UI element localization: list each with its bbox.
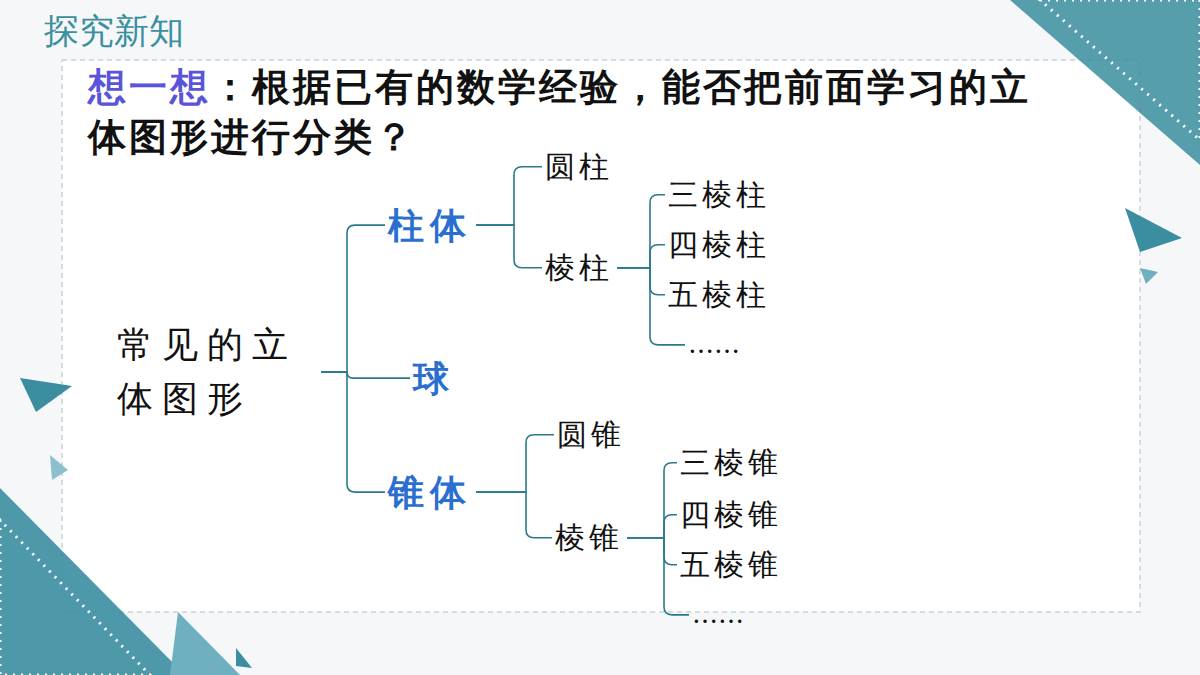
category-item: 四棱柱 — [668, 223, 770, 267]
side-triangle — [1125, 208, 1182, 252]
bracket-line — [476, 225, 542, 268]
corner-stripes — [0, 520, 150, 675]
category-item: 五棱锥 — [680, 543, 782, 587]
item-text: 棱锥 — [555, 520, 623, 555]
category-item: 球 — [413, 352, 449, 404]
bracket-line — [627, 538, 689, 615]
category-item: …… — [688, 326, 740, 364]
slide-title: 探究新知 — [44, 8, 184, 55]
item-text: 五棱柱 — [668, 277, 770, 312]
bracket-connector — [627, 538, 677, 565]
category-item: …… — [692, 596, 744, 634]
item-text: 四棱锥 — [680, 497, 782, 532]
bracket-line — [321, 225, 385, 372]
prompt-keyword: 想一想 — [88, 65, 211, 109]
category-item: 锥体 — [388, 466, 472, 518]
category-item: 三棱锥 — [680, 441, 782, 485]
category-item: 柱体 — [388, 199, 472, 251]
bracket-line — [321, 372, 410, 378]
bracket-connector — [627, 463, 677, 538]
corner-triangle — [0, 488, 185, 675]
corner-stripes — [1040, 0, 1200, 140]
bracket-line — [321, 372, 385, 492]
bracket-connector — [321, 225, 385, 372]
bracket-line — [617, 268, 685, 345]
item-text: 圆锥 — [557, 417, 625, 452]
category-item: 棱柱 — [545, 246, 613, 290]
bracket-connector — [476, 225, 542, 268]
corner-triangle — [170, 612, 240, 675]
item-text: …… — [692, 599, 744, 629]
side-triangle — [20, 378, 72, 412]
bracket-connector — [476, 492, 552, 538]
corner-triangle — [1010, 0, 1200, 165]
bracket-line — [617, 268, 665, 295]
item-text: 三棱锥 — [680, 445, 782, 480]
bracket-connector — [627, 538, 689, 615]
item-text: 柱体 — [388, 204, 472, 246]
bracket-connector — [321, 372, 385, 492]
item-text: 棱柱 — [545, 250, 613, 285]
bracket-line — [476, 492, 552, 538]
corner-triangle — [236, 648, 252, 668]
question-text: ：根据已有的数学经验，能否把前面学习的立体图形进行分类？ — [88, 65, 1031, 159]
question-heading: 想一想：根据已有的数学经验，能否把前面学习的立体图形进行分类？ — [88, 62, 1038, 162]
bracket-line — [476, 167, 542, 225]
bracket-connector — [617, 195, 665, 268]
bracket-line — [617, 195, 665, 268]
item-text: …… — [688, 329, 740, 359]
side-triangle — [1140, 268, 1158, 284]
item-text: 圆柱 — [545, 149, 613, 184]
item-text: 常见的立 体图形 — [117, 324, 297, 419]
item-text: 五棱锥 — [680, 547, 782, 582]
bracket-line — [476, 435, 554, 492]
bracket-connector — [476, 435, 554, 492]
side-triangle — [50, 455, 68, 480]
bracket-connector — [476, 167, 542, 225]
item-text: 四棱柱 — [668, 227, 770, 262]
category-item: 四棱锥 — [680, 493, 782, 537]
dashed-panel — [62, 60, 1140, 612]
category-item: 五棱柱 — [668, 273, 770, 317]
root-category: 常见的立 体图形 — [117, 318, 317, 426]
bracket-line — [627, 538, 677, 565]
category-item: 三棱柱 — [668, 173, 770, 217]
bracket-connector — [321, 372, 410, 378]
category-item: 棱锥 — [555, 516, 623, 560]
bracket-line — [627, 463, 677, 538]
item-text: 三棱柱 — [668, 177, 770, 212]
bracket-connector — [617, 268, 685, 345]
category-item: 圆锥 — [557, 413, 625, 457]
item-text: 锥体 — [388, 471, 472, 513]
bracket-connector — [617, 245, 665, 268]
item-text: 球 — [413, 357, 449, 399]
bracket-connector — [627, 515, 677, 538]
bracket-line — [617, 245, 665, 268]
category-item: 圆柱 — [545, 145, 613, 189]
bracket-connector — [617, 268, 665, 295]
bracket-line — [627, 515, 677, 538]
